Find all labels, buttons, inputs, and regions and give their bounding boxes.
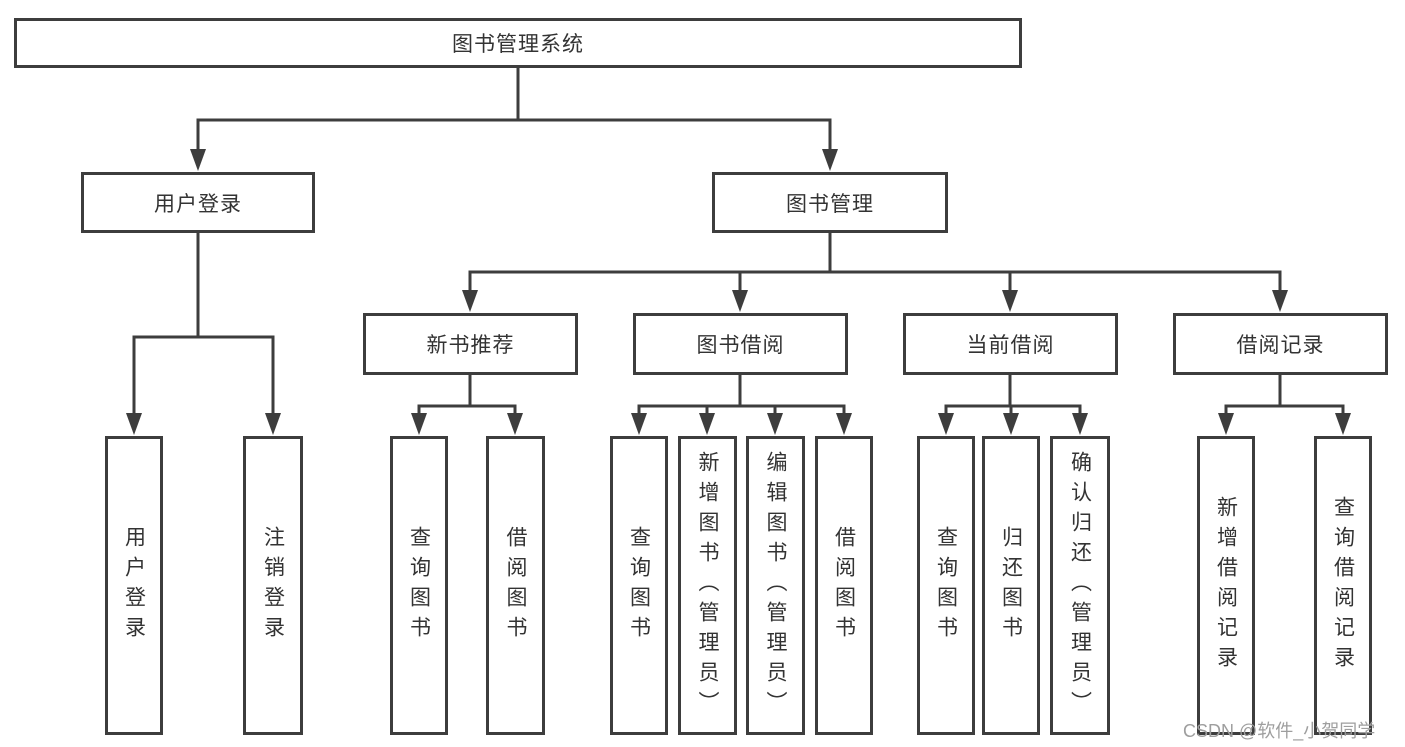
arrowhead — [1072, 413, 1088, 435]
leaf-logout: 注销登录 — [243, 436, 303, 735]
arrowheads — [126, 149, 1351, 435]
leaf-borrow-books: 借阅图书 — [815, 436, 873, 735]
leaf-borrow-books-label: 借阅图书 — [832, 525, 856, 646]
node-book-borrow: 图书借阅 — [633, 313, 848, 375]
leaf-user-login: 用户登录 — [105, 436, 163, 735]
leaf-return-books-label: 归还图书 — [999, 525, 1023, 646]
node-borrow-records-label: 借阅记录 — [1236, 334, 1325, 357]
arrowhead — [1335, 413, 1351, 435]
node-current-borrow-label: 当前借阅 — [966, 334, 1055, 357]
connector-book-borrow-branch — [637, 373, 846, 428]
connector-root-to-level2 — [196, 66, 832, 164]
arrowhead — [1218, 413, 1234, 435]
leaf-edit-books-admin: 编辑图书（管理员） — [746, 436, 805, 735]
connector-book-mgmt-branch — [468, 231, 1282, 305]
arrowhead — [836, 413, 852, 435]
leaf-logout-label: 注销登录 — [261, 525, 285, 646]
node-book-management: 图书管理 — [712, 172, 948, 233]
arrowhead — [411, 413, 427, 435]
leaf-query-books-recommend-label: 查询图书 — [407, 525, 431, 646]
arrowhead — [767, 413, 783, 435]
leaf-query-books-current-label: 查询图书 — [934, 525, 958, 646]
leaf-query-books-recommend: 查询图书 — [390, 436, 448, 735]
leaf-edit-books-admin-label: 编辑图书（管理员） — [764, 450, 787, 721]
connector-records-branch — [1224, 373, 1345, 428]
leaf-confirm-return-admin-label: 确认归还（管理员） — [1068, 450, 1092, 721]
node-book-borrow-label: 图书借阅 — [696, 334, 785, 357]
arrowhead — [938, 413, 954, 435]
leaf-add-books-admin: 新增图书（管理员） — [678, 436, 737, 735]
arrowhead — [190, 149, 206, 171]
node-book-management-label: 图书管理 — [786, 192, 874, 216]
arrowhead — [265, 413, 281, 435]
connector-new-book-branch — [417, 373, 517, 428]
leaf-borrow-books-recommend-label: 借阅图书 — [504, 525, 527, 646]
leaf-borrow-books-recommend: 借阅图书 — [486, 436, 545, 735]
arrowhead — [507, 413, 523, 435]
leaf-return-books: 归还图书 — [982, 436, 1040, 735]
csdn-watermark: CSDN @软件_小贺同学 — [1183, 721, 1376, 741]
arrowhead — [462, 290, 478, 312]
node-current-borrow: 当前借阅 — [903, 313, 1118, 375]
node-root: 图书管理系统 — [14, 18, 1022, 68]
leaf-add-books-admin-label: 新增图书（管理员） — [696, 450, 719, 721]
arrowhead — [1003, 413, 1019, 435]
node-borrow-records: 借阅记录 — [1173, 313, 1388, 375]
leaf-add-borrow-record-label: 新增借阅记录 — [1214, 495, 1238, 676]
connector-strokes — [132, 66, 1345, 428]
leaf-add-borrow-record: 新增借阅记录 — [1197, 436, 1255, 735]
node-root-label: 图书管理系统 — [452, 33, 584, 56]
leaf-user-login-label: 用户登录 — [122, 525, 146, 646]
leaf-query-books-borrow: 查询图书 — [610, 436, 668, 735]
arrowhead — [822, 149, 838, 171]
leaf-confirm-return-admin: 确认归还（管理员） — [1050, 436, 1110, 735]
arrowhead — [631, 413, 647, 435]
node-new-book-recommend-label: 新书推荐 — [426, 334, 515, 357]
arrowhead — [732, 290, 748, 312]
leaf-query-borrow-record-label: 查询借阅记录 — [1331, 495, 1355, 676]
leaf-query-books-borrow-label: 查询图书 — [627, 525, 651, 646]
connector-user-login-branch — [132, 231, 275, 428]
node-user-login: 用户登录 — [81, 172, 315, 233]
node-new-book-recommend: 新书推荐 — [363, 313, 578, 375]
arrowhead — [699, 413, 715, 435]
node-user-login-label: 用户登录 — [154, 192, 242, 216]
leaf-query-borrow-record: 查询借阅记录 — [1314, 436, 1372, 735]
arrowhead — [1272, 290, 1288, 312]
arrowhead — [126, 413, 142, 435]
leaf-query-books-current: 查询图书 — [917, 436, 975, 735]
arrowhead — [1002, 290, 1018, 312]
